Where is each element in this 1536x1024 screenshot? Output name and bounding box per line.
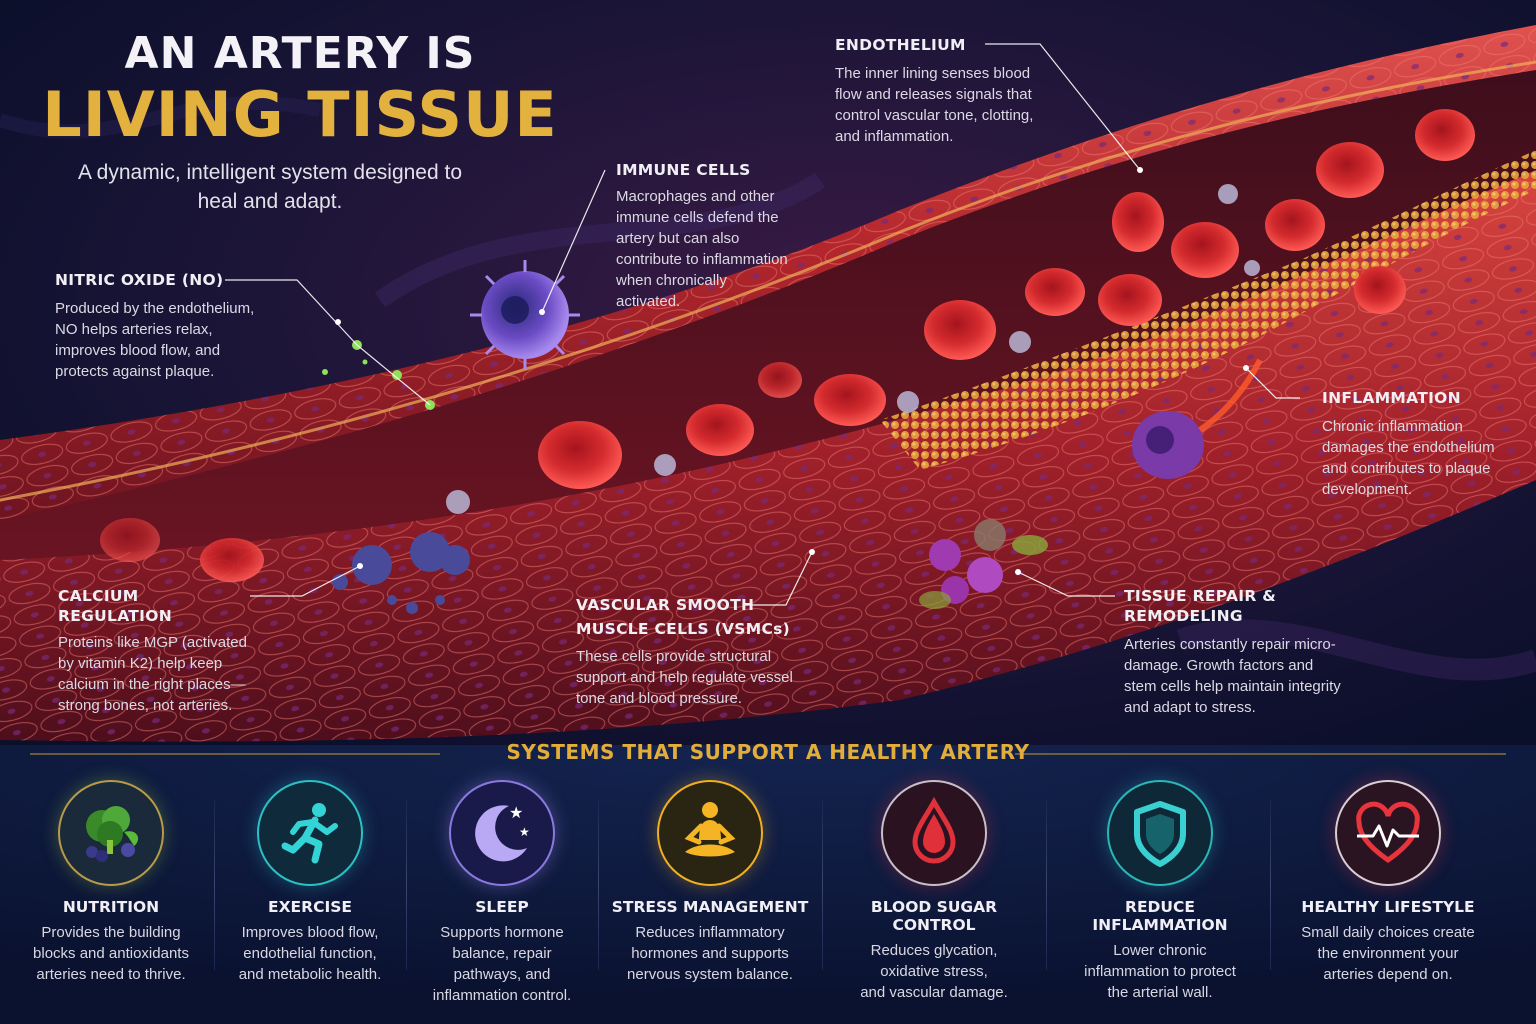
divider — [214, 800, 215, 970]
running-person-icon — [257, 780, 363, 886]
moon-stars-icon: ★ ★ — [449, 780, 555, 886]
system-name: NUTRITION — [62, 898, 160, 916]
systems-heading: SYSTEMS THAT SUPPORT A HEALTHY ARTERY — [506, 740, 1030, 764]
annotation-body: These cells provide structural support a… — [576, 648, 793, 707]
annotation-body: The inner lining senses blood flow and r… — [835, 65, 1034, 145]
system-description: Reduces inflammatory hormones and suppor… — [627, 924, 793, 983]
annotation-heading-line-1: VASCULAR SMOOTH — [576, 596, 755, 614]
annotation-inflammation: INFLAMMATION Chronic inflammation damage… — [1322, 388, 1512, 500]
annotation-body: Macrophages and other immune cells defen… — [616, 188, 788, 310]
annotation-heading: INFLAMMATION — [1322, 389, 1461, 407]
annotation-heading: TISSUE REPAIR & REMODELING — [1124, 587, 1277, 625]
annotation-heading-line-2: MUSCLE CELLS (VSMCs) — [576, 620, 791, 638]
blood-drop-icon — [881, 780, 987, 886]
title-line-1: AN ARTERY IS — [124, 28, 476, 79]
annotation-nitric-oxide: NITRIC OXIDE (NO) Produced by the endoth… — [55, 270, 270, 382]
system-description: Supports hormone balance, repair pathway… — [432, 924, 572, 1004]
shield-icon — [1107, 780, 1213, 886]
meditation-icon — [657, 780, 763, 886]
system-name: STRESS MANAGEMENT — [611, 898, 809, 916]
system-exercise: EXERCISE Improves blood flow, endothelia… — [210, 780, 410, 985]
annotation-heading: IMMUNE CELLS — [616, 161, 751, 179]
divider — [822, 800, 823, 970]
system-name: EXERCISE — [268, 898, 352, 916]
annotation-body: Proteins like MGP (activated by vitamin … — [58, 634, 247, 714]
system-name: HEALTHY LIFESTYLE — [1301, 898, 1475, 916]
system-name: SLEEP — [475, 898, 529, 916]
divider — [1046, 800, 1047, 970]
system-description: Reduces glycation, oxidative stress, and… — [860, 942, 1008, 1001]
system-description: Lower chronic inflammation to protect th… — [1084, 942, 1236, 1001]
system-stress-management: STRESS MANAGEMENT Reduces inflammatory h… — [610, 780, 810, 985]
annotation-heading: NITRIC OXIDE (NO) — [55, 271, 224, 289]
svg-text:★: ★ — [509, 803, 523, 822]
annotation-heading: ENDOTHELIUM — [835, 36, 966, 54]
system-description: Provides the building blocks and antioxi… — [33, 924, 189, 983]
system-name: BLOOD SUGAR CONTROL — [870, 898, 998, 934]
heart-pulse-icon — [1335, 780, 1441, 886]
system-blood-sugar-control: BLOOD SUGAR CONTROL Reduces glycation, o… — [834, 780, 1034, 1003]
annotation-body: Arteries constantly repair micro-damage.… — [1124, 636, 1341, 716]
annotation-body: Chronic inflammation damages the endothe… — [1322, 418, 1495, 498]
annotation-endothelium: ENDOTHELIUM The inner lining senses bloo… — [835, 35, 1035, 147]
annotation-vsmc: VASCULAR SMOOTH MUSCLE CELLS (VSMCs) The… — [576, 595, 801, 709]
title-line-2: LIVING TISSUE — [42, 78, 558, 151]
system-nutrition: NUTRITION Provides the building blocks a… — [11, 780, 211, 985]
subtitle: A dynamic, intelligent system designed t… — [77, 161, 463, 213]
system-description: Small daily choices create the environme… — [1301, 924, 1475, 983]
system-reduce-inflammation: REDUCE INFLAMMATION Lower chronic inflam… — [1060, 780, 1260, 1003]
system-description: Improves blood flow, endothelial functio… — [238, 924, 382, 983]
vegetables-icon — [58, 780, 164, 886]
system-sleep: ★ ★ SLEEP Supports hormone balance, repa… — [402, 780, 602, 1006]
annotation-tissue-repair: TISSUE REPAIR & REMODELING Arteries cons… — [1124, 586, 1344, 718]
system-healthy-lifestyle: HEALTHY LIFESTYLE Small daily choices cr… — [1288, 780, 1488, 985]
system-name: REDUCE INFLAMMATION — [1092, 898, 1228, 934]
divider — [598, 800, 599, 970]
annotation-immune-cells: IMMUNE CELLS Macrophages and other immun… — [616, 160, 791, 312]
annotation-calcium-regulation: CALCIUM REGULATION Proteins like MGP (ac… — [58, 586, 248, 716]
annotation-heading: CALCIUM REGULATION — [58, 587, 172, 625]
svg-text:★: ★ — [519, 825, 530, 839]
annotation-body: Produced by the endothelium, NO helps ar… — [55, 300, 255, 380]
divider — [1270, 800, 1271, 970]
divider — [406, 800, 407, 970]
